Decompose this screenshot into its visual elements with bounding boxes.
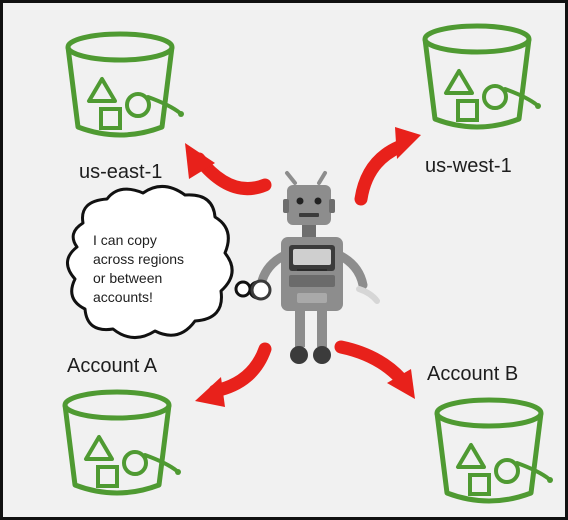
s3-bucket-icon-us-west — [425, 26, 541, 127]
s3-bucket-icon-account-a — [65, 392, 181, 493]
curved-arrow-to-us-west — [354, 127, 421, 206]
curved-arrow-to-account-a — [195, 342, 272, 407]
robot-icon — [250, 171, 380, 364]
thought-line-3: or between — [93, 270, 163, 286]
s3-bucket-icon-us-east — [68, 34, 184, 135]
thought-line-4: accounts! — [93, 289, 153, 305]
thought-text: I can copy across regions or between acc… — [93, 231, 223, 307]
thought-line-1: I can copy — [93, 232, 157, 248]
label-us-east-1: us-east-1 — [79, 161, 163, 183]
s3-bucket-icon-account-b — [437, 400, 553, 501]
curved-arrow-to-account-b — [334, 340, 415, 399]
label-us-west-1: us-west-1 — [425, 155, 512, 177]
curved-arrow-to-us-east — [185, 143, 272, 196]
thought-line-2: across regions — [93, 251, 185, 267]
label-account-a: Account A — [67, 355, 158, 377]
diagram-canvas — [3, 3, 565, 517]
label-account-b: Account B — [427, 363, 519, 385]
